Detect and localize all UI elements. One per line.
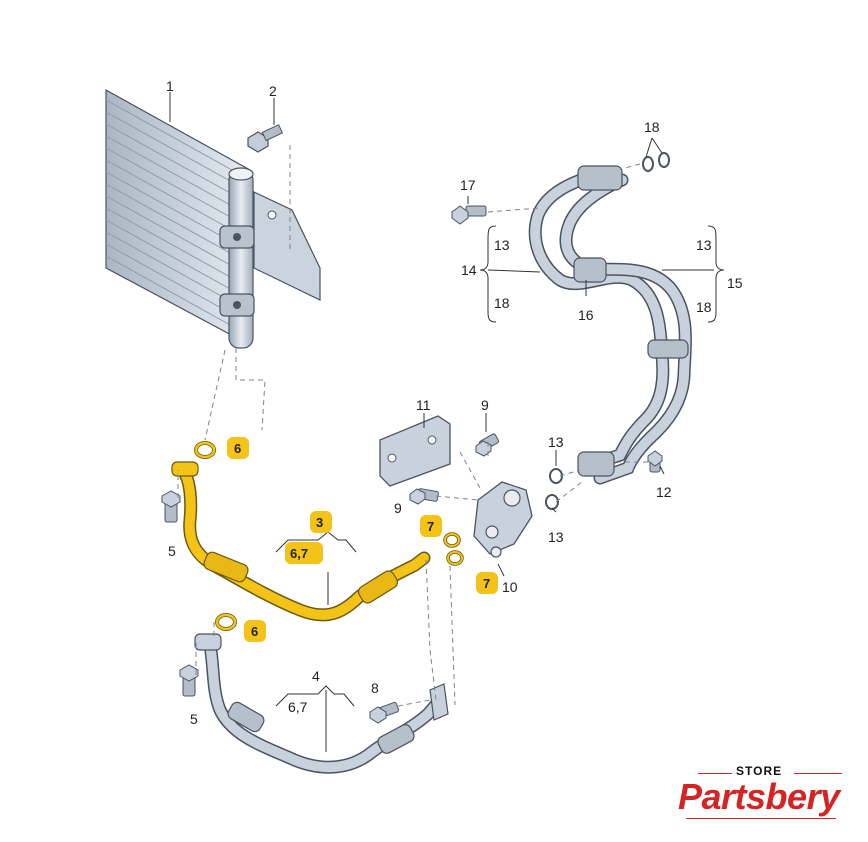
bolt-part-17	[451, 205, 487, 225]
condenser-radiator	[105, 88, 321, 349]
bolt-part-5-lower	[179, 664, 199, 697]
assembly-dashed-lines	[177, 145, 648, 707]
label-4-sub: 6,7	[288, 699, 308, 715]
o-ring-part-18-a	[642, 156, 654, 172]
label-13-valve-upper: 13	[548, 434, 564, 450]
label-17: 17	[460, 177, 476, 193]
label-10: 10	[502, 579, 518, 595]
label-13-brace-left: 13	[494, 237, 510, 253]
curly-brace-15	[707, 225, 725, 323]
leader-lines	[169, 92, 714, 752]
label-6-upper: 6	[234, 441, 241, 456]
label-18-top: 18	[644, 119, 660, 135]
o-ring-part-13-upper	[549, 468, 563, 484]
logo-store-text: STORE	[736, 764, 783, 778]
label-13-brace-right: 13	[696, 237, 712, 253]
bolt-part-9-upper	[475, 433, 500, 457]
label-12: 12	[656, 484, 672, 500]
label-15: 15	[727, 275, 743, 291]
bolt-part-9-lower	[409, 488, 439, 505]
label-13-valve-lower: 13	[548, 529, 564, 545]
label-14: 14	[461, 262, 477, 278]
o-ring-part-6-upper	[194, 441, 216, 459]
label-9-lower: 9	[394, 500, 402, 516]
double-pipe-assembly	[528, 165, 692, 485]
label-18-brace-right: 18	[696, 299, 712, 315]
label-2: 2	[269, 83, 277, 99]
label-18-brace-left: 18	[494, 295, 510, 311]
label-6-lower: 6	[251, 624, 258, 639]
bolt-part-2	[247, 124, 284, 153]
o-ring-part-13-lower	[545, 494, 559, 510]
label-5-lower: 5	[190, 711, 198, 727]
valve-block-part-10	[473, 481, 533, 558]
refrigerant-line-part-4	[194, 633, 449, 774]
brand-logo: STORE Partsbery	[676, 762, 851, 822]
label-16: 16	[578, 307, 594, 323]
o-ring-part-6-lower	[215, 613, 237, 631]
label-4: 4	[312, 668, 320, 684]
bolt-part-5-upper	[161, 490, 181, 523]
o-ring-part-7-upper	[443, 532, 461, 548]
bolt-part-8	[369, 701, 400, 724]
label-5-upper: 5	[168, 543, 176, 559]
callout-labels: 1 2 3 6,7 4 6,7 5 5 6 6 7 7 8 9 9 10 11 …	[166, 78, 743, 727]
curly-brace-14	[479, 225, 497, 323]
label-3-sub: 6,7	[290, 546, 308, 561]
label-1: 1	[166, 78, 174, 94]
bolt-part-12	[647, 450, 663, 473]
o-ring-part-7-lower	[446, 550, 464, 566]
o-ring-part-18-b	[658, 152, 670, 168]
logo-rule-left	[698, 773, 732, 774]
label-7-lower: 7	[483, 576, 490, 591]
logo-brand-name: Partsbery	[678, 776, 840, 817]
label-11: 11	[416, 397, 431, 413]
group-brace-4	[275, 685, 355, 707]
label-3: 3	[316, 515, 323, 530]
logo-rule-right	[794, 773, 842, 774]
callout-badges	[227, 437, 498, 642]
label-8: 8	[371, 680, 379, 696]
refrigerant-line-part-3	[171, 461, 431, 622]
bracket-part-11	[379, 415, 451, 487]
label-9-upper: 9	[481, 397, 489, 413]
label-7-upper: 7	[427, 519, 434, 534]
logo-underline	[686, 818, 836, 819]
